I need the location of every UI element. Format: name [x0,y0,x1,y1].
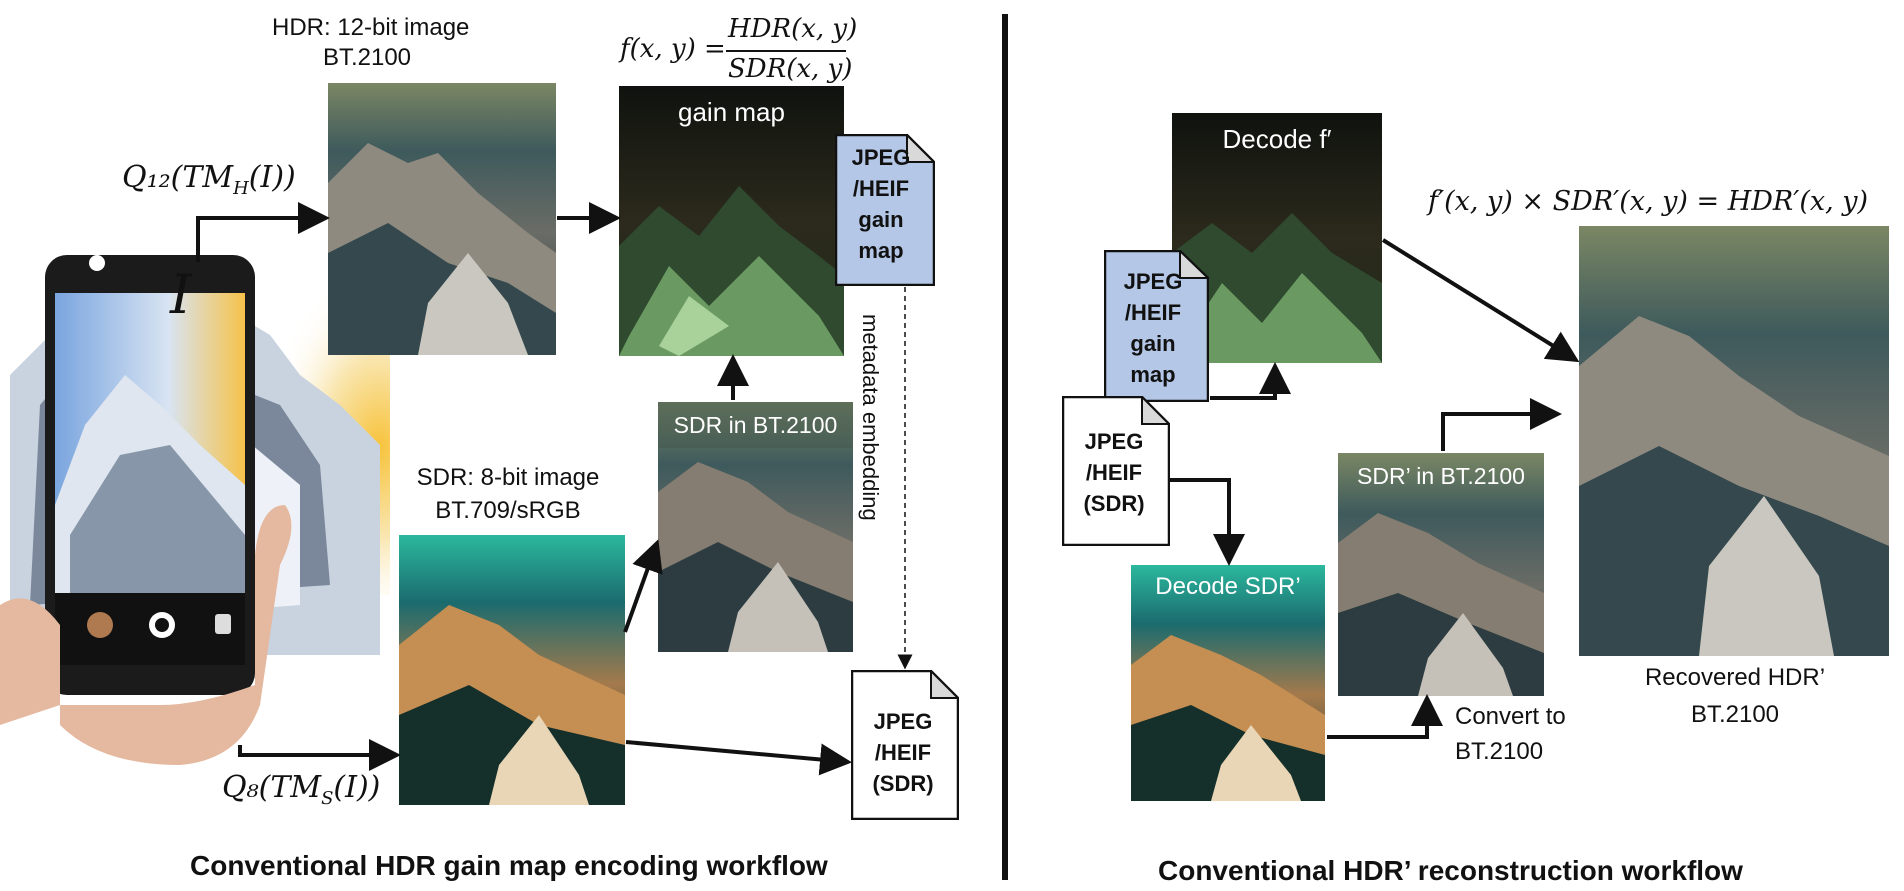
q8-formula: Q₈(TMS(I)) [222,770,381,809]
decode-sdr-label: Decode SDR’ [1155,573,1301,600]
right-sdr-doc: JPEG /HEIF (SDR) [1062,396,1170,546]
recon-formula: f′(x, y) × SDR′(x, y) = HDR′(x, y) [1428,186,1869,217]
left-title: Conventional HDR gain map encoding workf… [190,850,828,881]
recovered-caption-line2: BT.2100 [1690,701,1780,728]
arrow-doc-to-decode-f [1210,362,1291,400]
hdr-caption-line1: HDR: 12-bit image [272,14,470,41]
decode-sdr-image: Decode SDR’ [1131,565,1325,801]
arrow-sdr-to-sdr2100 [623,539,663,633]
q8-formula-sub: S [321,788,334,809]
hdr-caption-line2: BT.2100 [322,44,412,71]
sdr-bt2100-label: SDR in BT.2100 [658,402,853,448]
hdr-image [328,83,556,355]
recovered-hdr-image [1579,226,1889,656]
panel-divider [1002,14,1008,880]
sdr-caption-line2: BT.709/sRGB [435,497,581,524]
q12-formula-sub: H [233,178,249,199]
sdr-prime-label: SDR’ in BT.2100 [1357,463,1525,489]
sdr-image [399,535,625,805]
convert-caption-line1: Convert to [1455,703,1566,730]
sdr-prime-image: SDR’ in BT.2100 [1338,453,1544,696]
metadata-label: metadata embedding [858,314,883,521]
formula-fraction-bar [726,50,846,52]
arrow-doc-to-decode-sdr [1168,478,1245,566]
gainmap-doc: JPEG /HEIF gain map [835,134,935,286]
convert-caption-line2: BT.2100 [1455,738,1544,765]
recovered-caption-line1: Recovered HDR’ [1644,664,1826,691]
decode-f-label: Decode f′ [1222,124,1332,154]
phone-photo: I [0,205,390,785]
q12-formula: Q₁₂(TMH(I)) [122,160,296,199]
gainmap-image: gain map [619,86,844,356]
right-title: Conventional HDR’ reconstruction workflo… [1158,855,1743,886]
arrow-decode-sdr-to-convert [1327,694,1443,739]
sdr-doc: JPEG /HEIF (SDR) [851,670,959,820]
right-gainmap-doc: JPEG /HEIF gain map [1104,250,1209,402]
gainmap-label: gain map [678,97,785,127]
phone-symbol: I [170,263,192,326]
sdr-bt2100-image: SDR in BT.2100 [658,402,853,652]
arrow-sdr-to-doc [625,740,852,776]
arrow-decode-f-to-recovered [1381,238,1580,363]
arrow-sdr-prime-to-recovered [1441,398,1562,451]
sdr-caption-line1: SDR: 8-bit image [416,464,600,491]
